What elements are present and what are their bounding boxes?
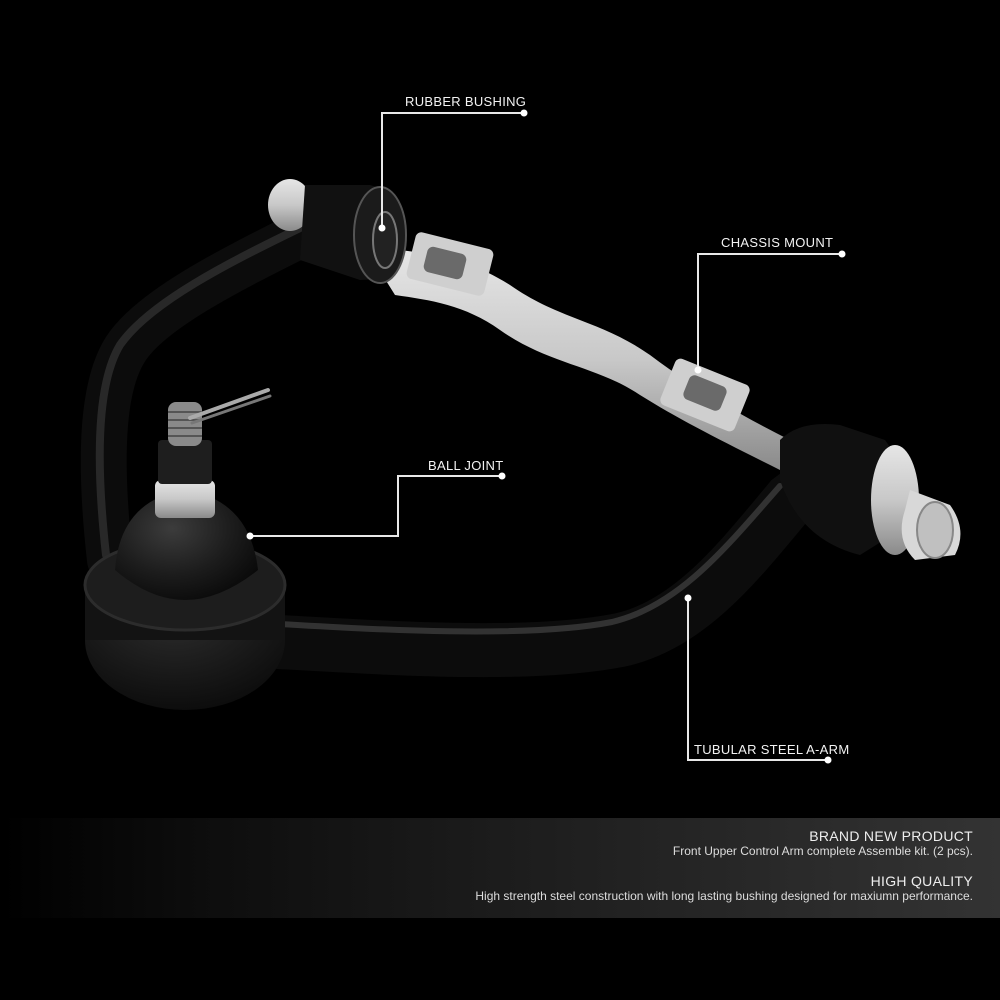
callout-rubber-bushing: RUBBER BUSHING: [405, 94, 527, 109]
rear-bushing: [268, 179, 407, 284]
a-arm-tube: [80, 212, 857, 678]
feature-description: Front Upper Control Arm complete Assembl…: [672, 844, 973, 858]
feature-title: HIGH QUALITY: [870, 873, 973, 889]
callout-chassis-mount: CHASSIS MOUNT: [721, 235, 834, 250]
feature-description: High strength steel construction with lo…: [475, 889, 973, 903]
feature-title: BRAND NEW PRODUCT: [809, 828, 973, 844]
feature-banner: BRAND NEW PRODUCT Front Upper Control Ar…: [0, 818, 1000, 918]
feature-brand-new: BRAND NEW PRODUCT Front Upper Control Ar…: [673, 828, 973, 859]
callout-tubular-steel-a-arm: TUBULAR STEEL A-ARM: [694, 742, 850, 757]
callout-lines: [250, 112, 840, 761]
feature-high-quality: HIGH QUALITY High strength steel constru…: [475, 873, 973, 904]
front-bushing: [780, 424, 961, 560]
callout-ball-joint: BALL JOINT: [428, 458, 504, 473]
callout-dots: [246, 109, 846, 764]
ball-joint-assembly: [83, 388, 287, 710]
cross-shaft: [370, 232, 790, 470]
